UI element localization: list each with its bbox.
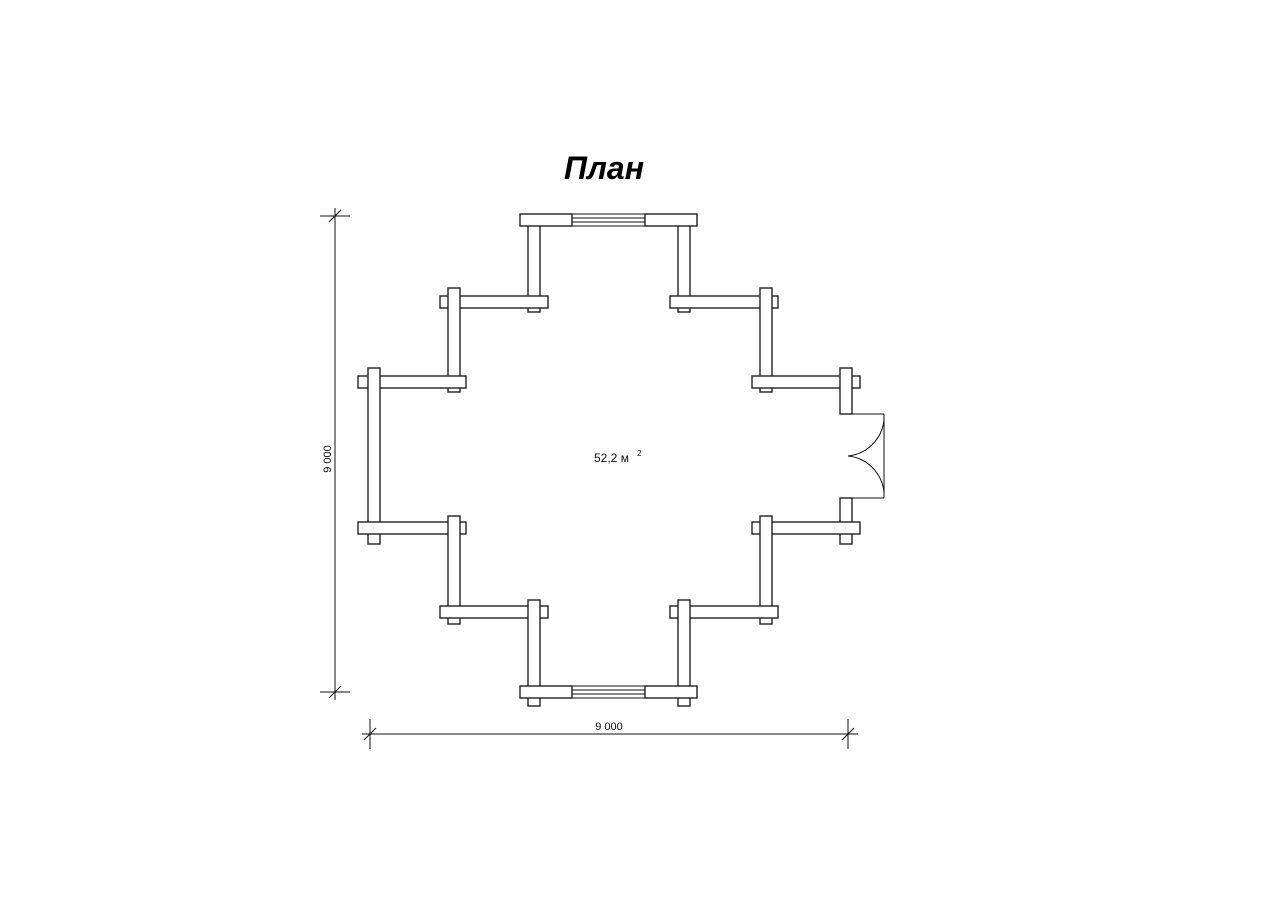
window-bottom: [571, 685, 646, 699]
entrance-door: [846, 413, 885, 499]
width-dimension: 9 000: [362, 719, 858, 749]
room-area-unit-superscript: 2: [637, 449, 642, 458]
height-dimension: 9 000: [320, 208, 350, 700]
plan-title: План: [563, 150, 645, 186]
log-walls: [357, 213, 861, 707]
width-dimension-label: 9 000: [595, 721, 623, 733]
height-dimension-label: 9 000: [322, 445, 334, 473]
window-top: [571, 213, 646, 227]
room-area-label: 52,2 м: [594, 451, 629, 465]
